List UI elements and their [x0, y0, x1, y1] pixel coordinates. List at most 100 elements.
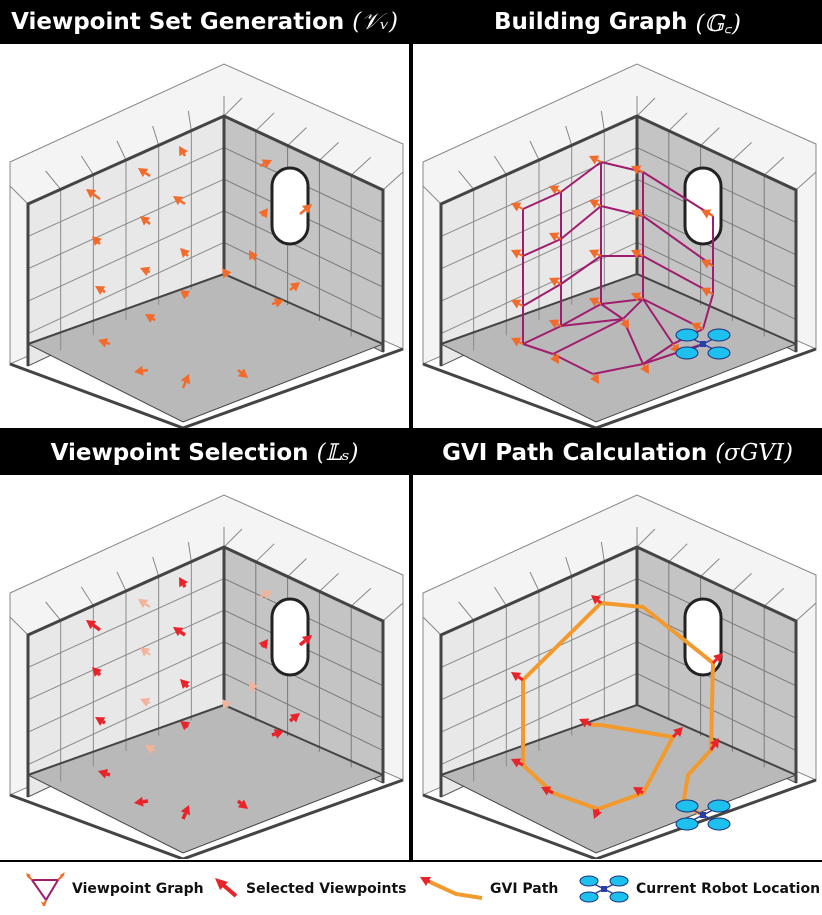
viewpoint-arrow [185, 253, 189, 257]
selected-viewpoint-arrow [586, 721, 592, 727]
grid-line [9, 185, 29, 205]
selected-viewpoint-arrow [639, 790, 644, 795]
viewpoint-arrow-head [145, 314, 156, 323]
panel-title: GVI Path Calculation(σGVI) [413, 431, 822, 475]
selected-viewpoint-arrow-head [591, 595, 602, 605]
drone-body [700, 341, 706, 347]
grid-line [152, 556, 160, 577]
room-scene [9, 494, 404, 859]
panel-symbol: (𝕃ₛ) [316, 440, 359, 466]
grid-line [382, 171, 404, 191]
grid-line [493, 155, 507, 175]
grid-line [319, 142, 339, 161]
grid-line [382, 602, 404, 622]
panel-building-graph: Building Graph(𝔾꜀) [413, 0, 822, 428]
grid-line [287, 127, 307, 146]
window [683, 166, 723, 246]
viewpoint-arrow [556, 323, 562, 327]
selected-viewpoint-arrow-head [511, 758, 522, 768]
grid-line [668, 112, 688, 132]
unselected-viewpoint-arrow-head [140, 697, 151, 707]
selected-viewpoint-arrow [101, 720, 106, 725]
viewpoint-arrow [179, 199, 186, 206]
unselected-viewpoint-arrow [147, 701, 151, 704]
viewpoint-arrow-head [549, 319, 560, 329]
grid-line [422, 616, 442, 636]
viewpoint-graph-icon [26, 871, 65, 906]
viewpoint-arrow-head [140, 216, 151, 226]
selected-viewpoint-arrow-head [95, 717, 106, 726]
viewpoint-arrow [146, 220, 151, 225]
viewpoint-arrow-head [691, 322, 702, 332]
selected-viewpoint-arrow-head [633, 787, 644, 796]
graph-edge [522, 283, 562, 307]
gvi-path [511, 595, 723, 819]
viewpoint-arrow [226, 274, 229, 277]
viewpoint-arrow [186, 294, 189, 297]
selected-viewpoint-arrow [548, 789, 554, 795]
viewpoint-arrow [142, 368, 149, 372]
viewpoint-arrow [708, 291, 714, 295]
viewpoint-arrow-head [631, 292, 642, 302]
legend-label: GVI Path [490, 880, 559, 897]
viewpoint-arrow-head [640, 363, 649, 374]
graph-edge [522, 191, 562, 210]
unselected-viewpoint-arrow-head [249, 681, 258, 692]
viewpoint-arrow [106, 341, 111, 346]
grid-line [45, 170, 62, 190]
viewpoint-arrow-head [301, 204, 312, 214]
viewpoint-arrow-head [173, 196, 184, 206]
viewpoint-arrow-head [589, 155, 600, 165]
viewpoint-arrow-head [511, 202, 522, 212]
selected-viewpoint-arrow [182, 583, 187, 588]
room-scene [422, 63, 817, 428]
viewpoint-arrow-head [222, 268, 232, 279]
grid-line [187, 541, 192, 562]
viewpoint-arrow [672, 343, 676, 347]
viewpoint-arrow [638, 213, 644, 217]
grid-line [350, 587, 372, 607]
panel-title: Viewpoint Set Generation(𝒱ᵥ) [0, 0, 409, 44]
grid-line [287, 558, 307, 577]
grid-line [80, 586, 94, 606]
viewpoint-arrow-head [180, 248, 190, 258]
grid-line [565, 556, 573, 577]
selected-viewpoint-arrow [92, 623, 102, 632]
graph-edge [592, 363, 644, 375]
viewpoint-arrow [237, 369, 242, 374]
grid-line [636, 641, 797, 719]
panel-symbol: (𝔾꜀) [695, 11, 741, 37]
grid-line [9, 616, 29, 636]
grid-line [27, 178, 225, 270]
selected-viewpoint-arrow [186, 724, 190, 729]
unselected-viewpoint-arrow-head [145, 745, 156, 754]
grid-line [255, 543, 275, 563]
viewpoint-arrow-head [631, 249, 642, 259]
panel-symbol: (σGVI) [715, 440, 793, 466]
floor-edge [440, 272, 797, 345]
selected-viewpoint-arrow [179, 630, 186, 637]
viewpoint-arrow-head [701, 287, 712, 297]
graph-edge [522, 343, 554, 355]
drone-rotor [707, 328, 731, 342]
gvi-path-line [521, 680, 677, 812]
graph-edge [600, 303, 624, 320]
selected-viewpoint-arrow-head [180, 805, 191, 816]
graph-edge [622, 298, 644, 320]
unselected-viewpoint-arrow-head [138, 599, 149, 609]
graph-edge [642, 298, 674, 345]
selected-viewpoint-arrow-head [92, 667, 102, 677]
selected-viewpoint-arrow [142, 799, 149, 804]
selected-viewpoint-arrow-icon [215, 877, 238, 898]
grid-line [440, 609, 638, 701]
graph-edge [702, 293, 714, 330]
selected-viewpoint-arrow-head [301, 635, 312, 645]
viewpoint-arrow [708, 213, 714, 217]
viewpoint-arrow-head [140, 266, 151, 276]
selected-viewpoint-arrow [97, 672, 102, 677]
floor-frame [422, 778, 817, 859]
grid-line [440, 578, 638, 668]
room [422, 494, 817, 859]
viewpoint-arrow [259, 162, 265, 168]
viewpoint-arrow [518, 253, 524, 257]
